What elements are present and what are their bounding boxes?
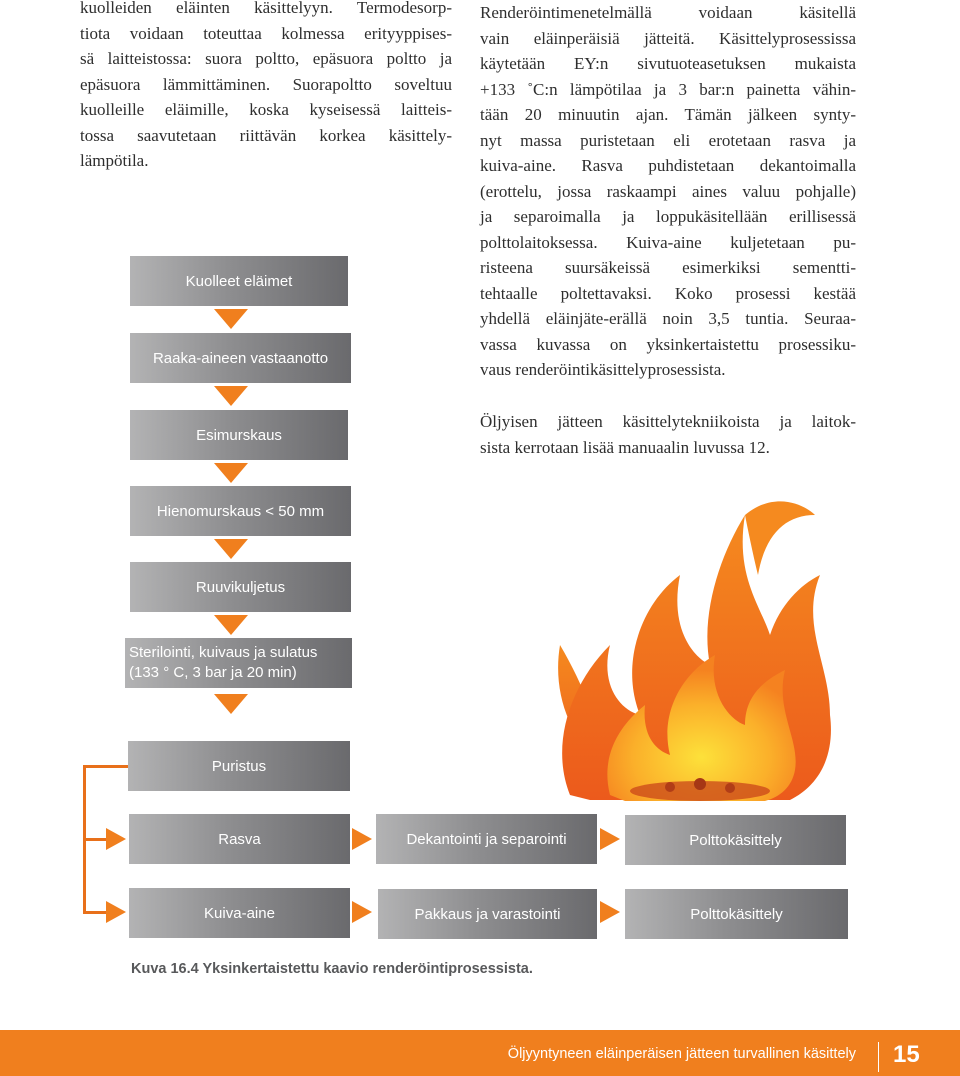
text-line: Renderöintimenetelmällä voidaan käsitell…	[480, 3, 856, 22]
text-line: Öljyisen jätteen käsittelytekniikoista j…	[480, 412, 856, 431]
flow-step-decanting: Dekantointi ja separointi	[376, 814, 597, 864]
flow-step-label: Pakkaus ja varastointi	[414, 905, 561, 923]
branch-connector-top	[83, 765, 128, 768]
text-line: tiota voidaan toteuttaa kolmessa erityyp…	[80, 23, 452, 43]
flow-step-label-line2: (133 ° C, 3 bar ja 20 min)	[129, 664, 297, 681]
flow-step-packing: Pakkaus ja varastointi	[378, 889, 597, 939]
flow-step-dead-animals: Kuolleet eläimet	[130, 256, 348, 306]
text-line: vassa kuvassa on yksinkertaistettu prose…	[480, 334, 856, 354]
text-line: tossa saavutetaan riittävän korkea käsit…	[80, 125, 452, 145]
arrow-right-icon	[600, 901, 620, 923]
flow-step-sterilization: Sterilointi, kuivaus ja sulatus (133 ° C…	[125, 638, 352, 688]
text-line: kuiva-aine. Rasva puhdistetaan dekantoim…	[480, 156, 856, 175]
page-footer: Öljyyntyneen eläinperäisen jätteen turva…	[0, 1030, 960, 1076]
text-line: epäsuora lämmittäminen. Suorapoltto sove…	[80, 74, 452, 94]
flow-step-label: Hienomurskaus < 50 mm	[156, 502, 325, 520]
text-line: käytetään EY:n sivutuoteasetuksen mukais…	[480, 54, 856, 73]
text-line: (erottelu, jossa raskaampi aines valuu p…	[480, 181, 856, 201]
left-paragraph: kuolleiden eläinten käsittelyyn. Termode…	[80, 0, 452, 174]
figure-caption: Kuva 16.4 Yksinkertaistettu kaavio rende…	[131, 961, 533, 977]
text-line: tehtaalle poltettavaksi. Koko prosessi k…	[480, 283, 856, 303]
arrow-down-icon	[214, 539, 248, 559]
arrow-down-icon	[214, 615, 248, 635]
text-line: polttolaitoksessa. Kuiva-aine kuljetetaa…	[480, 232, 856, 252]
arrow-right-icon	[352, 828, 372, 850]
flow-step-pressing: Puristus	[128, 741, 350, 791]
page-number: 15	[893, 1041, 920, 1068]
flow-step-fine-crushing: Hienomurskaus < 50 mm	[130, 486, 351, 536]
flow-step-label: Rasva	[218, 830, 261, 848]
text-line: yhdellä eläinjäte-erällä noin 3,5 tuntia…	[480, 309, 856, 328]
text-line: vaus renderöintikäsittelyprosessista.	[480, 360, 726, 379]
flow-step-fat: Rasva	[129, 814, 350, 864]
flow-step-label: Dekantointi ja separointi	[406, 830, 567, 848]
flow-step-label: Polttokäsittely	[689, 831, 782, 849]
flow-step-pre-crushing: Esimurskaus	[130, 410, 348, 460]
flow-step-label: Kuolleet eläimet	[185, 272, 293, 290]
text-line: vain eläinperäisiä jätteitä. Käsittelypr…	[480, 28, 856, 48]
flow-step-label: Ruuvikuljetus	[195, 578, 286, 596]
branch-connector-dry	[83, 911, 109, 914]
right-paragraph-2: Öljyisen jätteen käsittelytekniikoista j…	[480, 409, 856, 460]
arrow-right-icon	[600, 828, 620, 850]
text-line: nyt massa puristetaan eli erotetaan rasv…	[480, 130, 856, 150]
flow-step-label: Polttokäsittely	[690, 905, 783, 923]
arrow-right-icon	[352, 901, 372, 923]
flow-step-fat-incineration: Polttokäsittely	[625, 815, 846, 865]
text-line: ja separoimalla ja loppukäsitellään eril…	[480, 207, 856, 226]
text-line: risteena suursäkeissä esimerkiksi sement…	[480, 258, 856, 277]
flow-step-label-group: Sterilointi, kuivaus ja sulatus (133 ° C…	[129, 643, 317, 683]
flow-step-label: Puristus	[211, 757, 267, 775]
arrow-down-icon	[214, 694, 248, 714]
branch-connector-fat	[83, 838, 109, 841]
text-line: sista kerrotaan lisää manuaalin luvussa …	[480, 437, 770, 457]
fire-icon	[558, 501, 831, 801]
flow-step-label: Esimurskaus	[196, 426, 282, 444]
text-line: sä laitteistossa: suora poltto, epäsuora…	[80, 49, 452, 68]
arrow-down-icon	[214, 309, 248, 329]
text-line: lämpötila.	[80, 151, 149, 170]
footer-title: Öljyyntyneen eläinperäisen jätteen turva…	[507, 1046, 856, 1062]
flow-step-reception: Raaka-aineen vastaanotto	[130, 333, 351, 383]
arrow-down-icon	[214, 386, 248, 406]
text-line: +133 ˚C:n lämpötilaa ja 3 bar:n painetta…	[480, 79, 856, 99]
flow-step-dry-incineration: Polttokäsittely	[625, 889, 848, 939]
footer-divider	[878, 1042, 879, 1072]
arrow-right-icon	[106, 901, 126, 923]
flow-step-label: Raaka-aineen vastaanotto	[152, 349, 329, 367]
flow-step-label-line1: Sterilointi, kuivaus ja sulatus	[129, 644, 318, 661]
text-line: kuolleiden eläinten käsittelyyn. Termode…	[80, 0, 452, 17]
flow-step-screw-conveyor: Ruuvikuljetus	[130, 562, 351, 612]
right-paragraph: Renderöintimenetelmällä voidaan käsitell…	[480, 0, 856, 383]
arrow-right-icon	[106, 828, 126, 850]
arrow-down-icon	[214, 463, 248, 483]
flow-step-label: Kuiva-aine	[204, 904, 275, 922]
text-line: kuolleille eläimille, koska kyseisessä l…	[80, 100, 452, 119]
flow-step-dry-matter: Kuiva-aine	[129, 888, 350, 938]
text-line: tään 20 minuutin ajan. Tämän jälkeen syn…	[480, 105, 856, 124]
